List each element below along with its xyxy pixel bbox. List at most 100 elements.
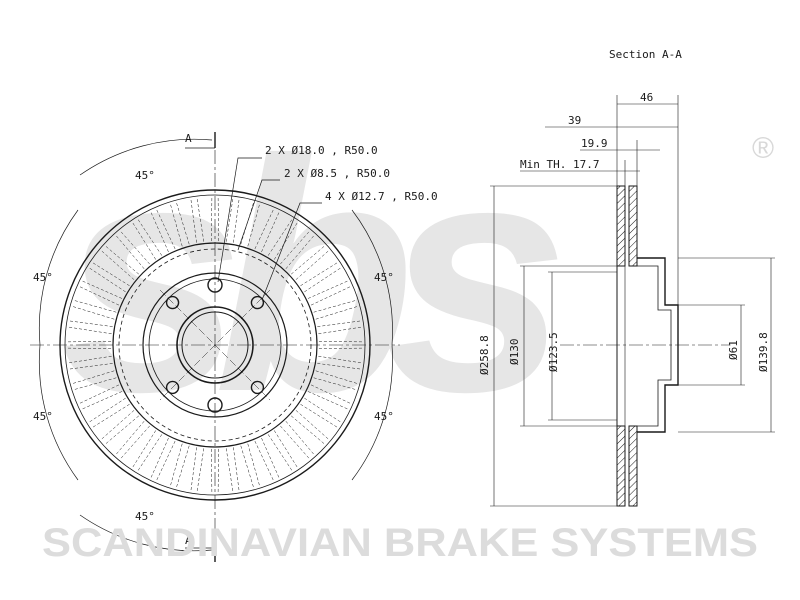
angle-label-right-upper: 45°: [374, 271, 394, 284]
bolt-hole: [165, 380, 180, 395]
angle-label-left-lower: 45°: [33, 410, 53, 423]
vane-line: [315, 370, 358, 384]
dim-bolt-circle: Ø139.8: [757, 332, 770, 372]
vane-line: [317, 320, 362, 327]
dim-hat-outer-diameter: Ø130: [508, 339, 521, 366]
vane-line: [72, 306, 115, 320]
vane-line: [254, 440, 274, 481]
vane-line: [313, 300, 357, 313]
vane-line: [132, 222, 156, 260]
vane-line: [285, 421, 315, 455]
front-view: [30, 132, 400, 562]
bolt-hole: [250, 380, 265, 395]
vane-line: [247, 443, 260, 487]
vane-line: [254, 209, 274, 250]
vane-line: [291, 245, 325, 275]
vane-line: [317, 363, 362, 370]
dim-thickness: 19.9: [581, 137, 608, 150]
vane-line: [318, 347, 363, 349]
dim-min-thickness: Min TH. 17.7: [520, 158, 599, 171]
vane-line: [291, 415, 325, 445]
vane-line: [132, 430, 156, 468]
vane-line: [67, 347, 112, 349]
vane-line: [156, 209, 176, 250]
vane-line: [73, 300, 117, 313]
cooling-vanes: [67, 197, 363, 493]
vane-line: [318, 341, 363, 343]
vane-line: [115, 235, 145, 269]
dim-overall-width: 46: [640, 91, 653, 104]
vane-line: [300, 404, 338, 428]
vane-line: [315, 306, 358, 320]
vane-line: [318, 355, 362, 364]
vane-line: [137, 434, 163, 472]
vane-line: [88, 267, 126, 293]
vane-line: [313, 377, 357, 390]
hole-callout-1: 2 X Ø18.0 , R50.0: [265, 144, 378, 157]
vane-line: [211, 197, 213, 242]
vane-line: [211, 448, 213, 493]
vane-line: [196, 198, 205, 242]
vane-line: [67, 341, 112, 343]
vane-line: [310, 384, 351, 404]
vane-line: [115, 421, 145, 455]
angle-label-left-upper: 45°: [33, 271, 53, 284]
vane-line: [120, 230, 150, 265]
vane-line: [295, 250, 330, 280]
vane-line: [295, 410, 330, 440]
vane-line: [190, 447, 197, 492]
vane-line: [225, 198, 234, 242]
dim-center-bore: Ø61: [727, 340, 740, 360]
hole-callout-2: 2 X Ø8.5 , R50.0: [284, 167, 390, 180]
vane-line: [105, 245, 139, 275]
hole-callout-3: 4 X Ø12.7 , R50.0: [325, 190, 438, 203]
vane-line: [68, 320, 113, 327]
vane-line: [68, 326, 112, 335]
angle-label-right-lower: 45°: [374, 410, 394, 423]
vane-line: [190, 198, 197, 243]
vane-line: [100, 250, 135, 280]
vane-line: [304, 397, 342, 423]
vane-line: [274, 222, 298, 260]
vane-line: [307, 280, 349, 299]
section-marker-bottom: A: [185, 534, 192, 547]
vane-line: [274, 430, 298, 468]
section-view: [490, 95, 775, 507]
vane-line: [196, 448, 205, 492]
vane-line: [150, 437, 169, 479]
vane-line: [233, 447, 240, 492]
vane-line: [79, 384, 120, 404]
dim-outer-diameter: Ø258.8: [478, 335, 491, 375]
vane-line: [247, 203, 260, 247]
vane-line: [304, 267, 342, 293]
vane-line: [156, 440, 176, 481]
vane-line: [261, 437, 280, 479]
vane-line: [307, 391, 349, 410]
section-marker-top: A: [185, 132, 192, 145]
vane-line: [105, 415, 139, 445]
angle-label-bottom: 45°: [135, 510, 155, 523]
vane-line: [280, 425, 310, 460]
vane-line: [217, 448, 219, 493]
vane-line: [92, 404, 130, 428]
vane-line: [280, 230, 310, 265]
vane-line: [267, 218, 293, 256]
vane-line: [92, 262, 130, 286]
vane-line: [240, 445, 254, 488]
vane-line: [300, 262, 338, 286]
vane-line: [318, 326, 362, 335]
vane-line: [79, 286, 120, 306]
vane-line: [100, 410, 135, 440]
vane-line: [225, 448, 234, 492]
vane-line: [120, 425, 150, 460]
registered-mark: ®: [752, 132, 774, 165]
vane-line: [176, 202, 190, 245]
vane-line: [73, 377, 117, 390]
dim-hat-width: 39: [568, 114, 581, 127]
vane-line: [170, 203, 183, 247]
vane-line: [217, 197, 219, 242]
vane-line: [81, 391, 123, 410]
angle-label-top: 45°: [135, 169, 155, 182]
vane-line: [285, 235, 315, 269]
